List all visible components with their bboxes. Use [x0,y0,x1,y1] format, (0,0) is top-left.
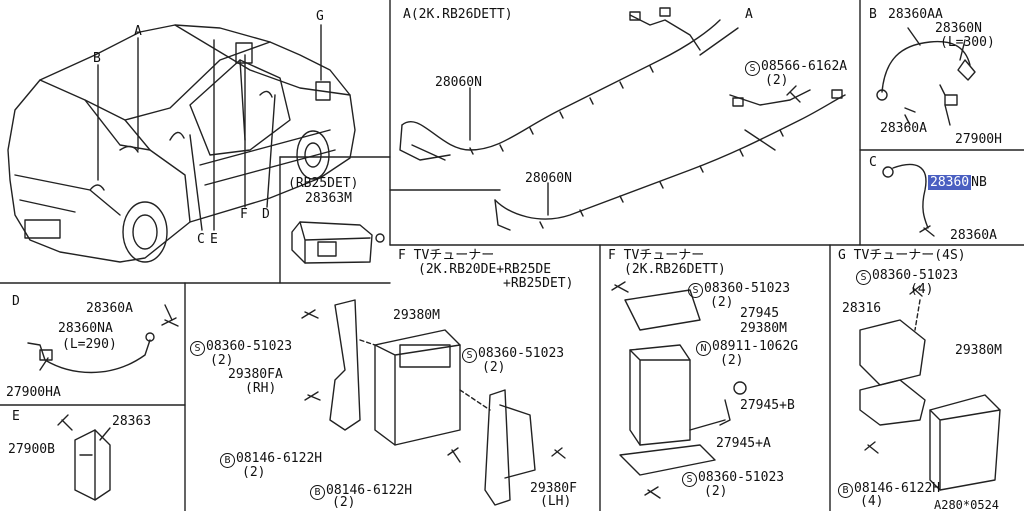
part-27900h: 27900H [955,132,1002,147]
part-29380m-g: 29380M [955,343,1002,358]
section-g-title: G TVチューナー(4S) [838,248,966,263]
bolt2-f1-qty: (2) [482,360,506,375]
part-28316: 28316 [842,301,882,316]
section-e-tag: E [12,409,20,424]
bolt1-f1-qty: (2) [210,353,234,368]
callout-f: F [240,207,248,222]
part-27945b: 27945+B [740,398,795,413]
part-27945a: 27945+A [716,436,771,451]
section-f2-title: F TVチューナー [608,248,705,263]
callout-e: E [210,232,218,247]
diagram-code: A280*0524 [934,498,1000,511]
section-b-tag: B [869,7,877,22]
part-28363m: 28363M [305,191,352,206]
section-c-tag: C [869,155,877,170]
callout-d: D [262,207,270,222]
bolt2-f2-qty: (2) [704,484,728,499]
part-27900b: 27900B [8,442,55,457]
part-28360a-d: 28360A [86,301,133,316]
part-28360aa: 28360AA [888,7,943,22]
bolt1-f2-qty: (2) [710,295,734,310]
part-28360n: 28360N [935,21,982,36]
part-29380f-side: (LH) [540,494,572,509]
part-27945: 27945 [740,306,780,321]
section-f1-sub2: +RB25DET) [503,276,574,291]
callout-a: A [134,24,142,39]
section-a-tag: A [745,7,753,22]
part-29380fa: 29380FA [228,367,283,382]
bolt-a-qty: (2) [765,73,789,88]
part-29380m-f2: 29380M [740,321,787,336]
callout-g: G [316,9,324,24]
b2-f1-qty: (2) [332,495,356,510]
part-29380fa-side: (RH) [245,381,277,396]
part-28360na: 28360NA [58,321,113,336]
nut-f2-qty: (2) [720,353,744,368]
section-a-title: A(2K.RB26DETT) [403,7,513,22]
part-28060n-upper: 28060N [435,75,482,90]
section-f2-sub: (2K.RB26DETT) [624,262,726,277]
section-f1-sub1: (2K.RB20DE+RB25DE [418,262,552,277]
callout-c: C [197,232,205,247]
part-28360a-c: 28360A [950,228,997,243]
rb25det-title: (RB25DET) [288,176,359,191]
section-f1-title: F TVチューナー [398,248,495,263]
part-28363: 28363 [112,414,152,429]
part-28360a-b: 28360A [880,121,927,136]
part-28360n-length: (L=300) [940,35,995,50]
part-29380m-f1: 29380M [393,308,440,323]
b1-f1-qty: (2) [242,465,266,480]
part-28060n-lower: 28060N [525,171,572,186]
callout-b: B [93,51,101,66]
bolt-g-qty: (4) [910,282,934,297]
b-g-qty: (4) [860,494,884,509]
part-29380f: 29380F [530,481,577,496]
part-28360na-length: (L=290) [62,337,117,352]
section-d-tag: D [12,294,20,309]
part-27900ha: 27900HA [6,385,61,400]
